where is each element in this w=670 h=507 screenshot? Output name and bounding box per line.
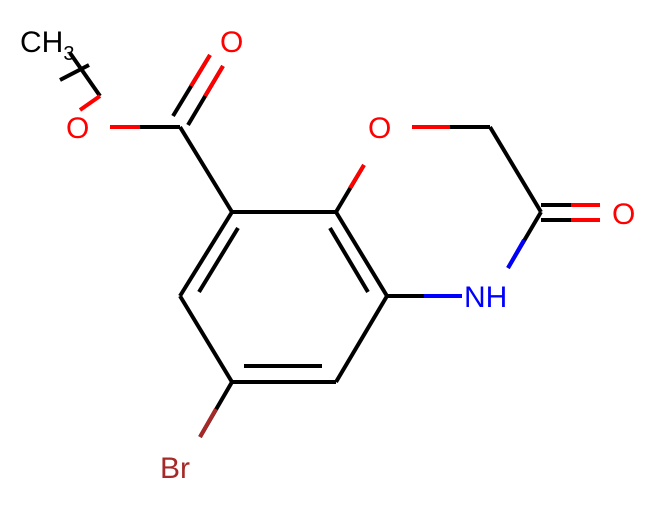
ring-oxygen-label: O xyxy=(368,112,391,145)
bond-c2-c3 xyxy=(488,125,543,214)
bond-seg-br xyxy=(198,408,218,438)
carbonyl-oxygen-label: O xyxy=(220,26,243,59)
bond-carbonyl-ring xyxy=(178,125,234,214)
atom-labels: CH3 O O O O NH Br xyxy=(20,26,635,485)
bond-seg-carbonyl-o-b xyxy=(203,64,225,98)
bond-c4a-c5 xyxy=(334,294,389,384)
bond-seg-n-c3 xyxy=(506,239,526,269)
bond-methyl-o xyxy=(59,63,90,82)
bond-c7-c8-inner xyxy=(197,226,240,294)
bond-methyl-o-2 xyxy=(68,51,102,98)
hetero-bond-segments xyxy=(78,53,600,438)
bond-seg-ester-o xyxy=(78,94,102,112)
bond-c8a-c4a xyxy=(334,210,389,298)
bond-seg-carbonyl-o-a xyxy=(189,53,212,88)
lactam-oxygen-label: O xyxy=(612,198,635,231)
bond-c8a-c4a-inner xyxy=(328,226,370,294)
nh-label: NH xyxy=(464,281,507,314)
bond-c7-c8 xyxy=(178,210,234,298)
bond-seg-ring-o-left xyxy=(348,163,366,190)
ester-oxygen-label: O xyxy=(66,112,89,145)
methyl-label: CH3 xyxy=(20,26,74,65)
bromine-label: Br xyxy=(160,452,190,485)
bond-c6-c7 xyxy=(178,294,234,384)
